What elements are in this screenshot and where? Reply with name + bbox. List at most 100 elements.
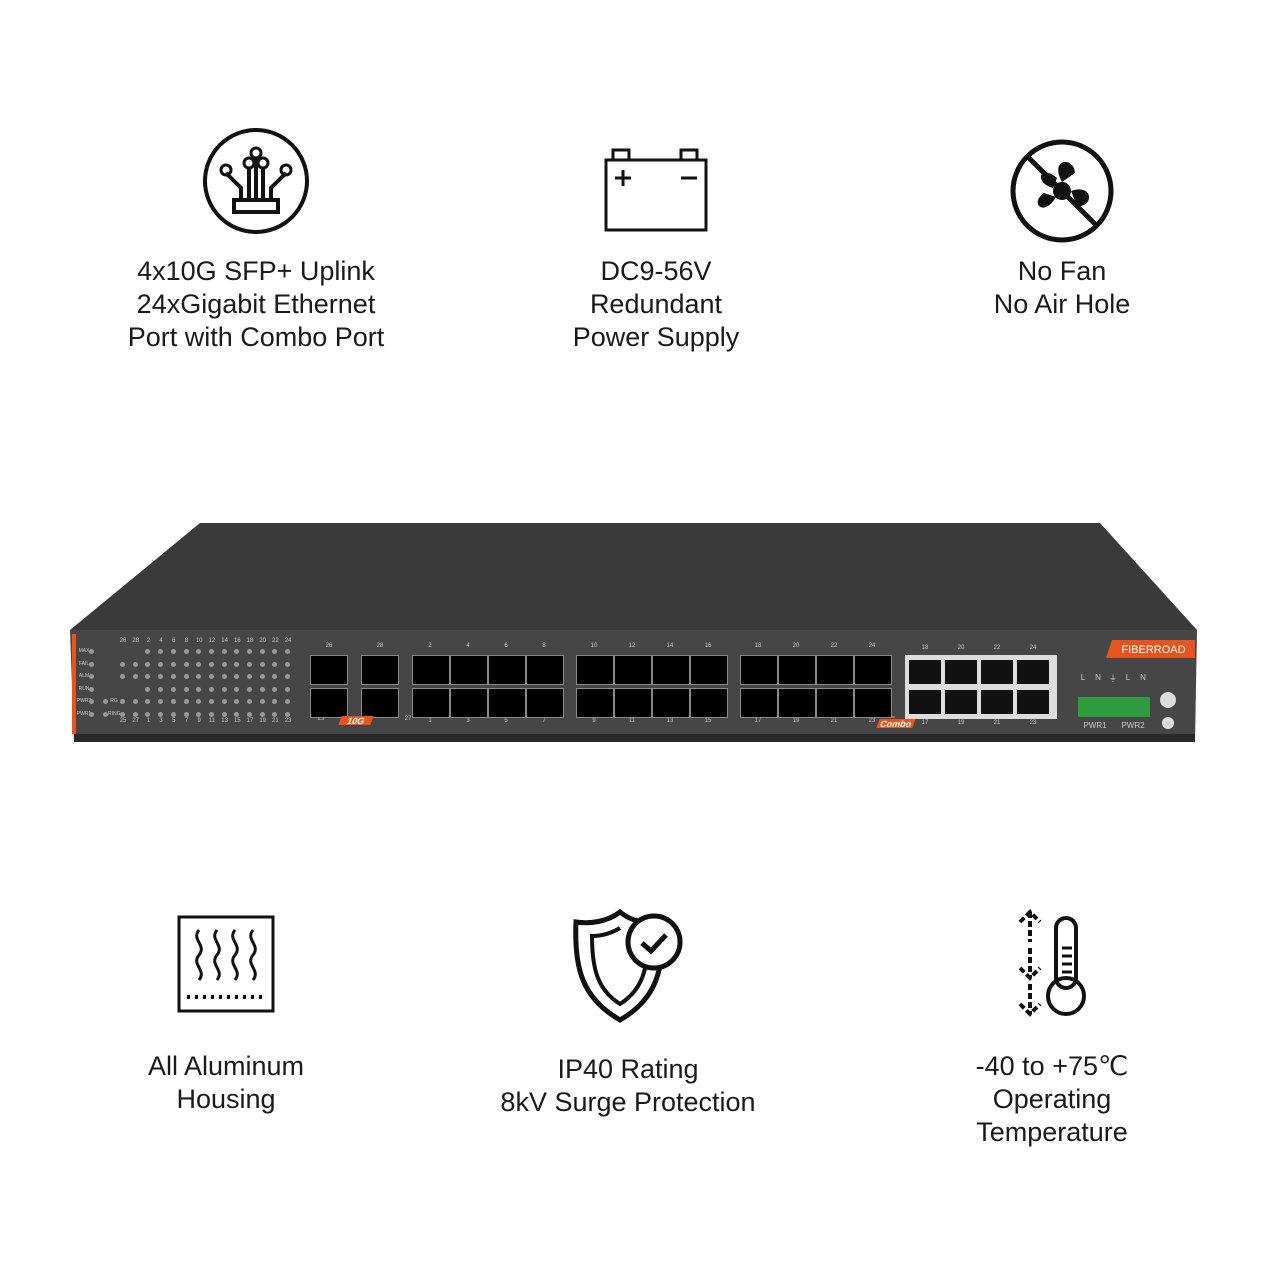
- port-number: 22: [993, 645, 1001, 651]
- sfp-port: [361, 655, 399, 685]
- sfp-port: [816, 688, 854, 718]
- port-led: [259, 686, 265, 692]
- port-led: [145, 661, 151, 667]
- port-number: 21: [830, 718, 838, 724]
- feature-line: 4x10G SFP+ Uplink: [137, 256, 375, 286]
- port-number: 13: [666, 718, 674, 724]
- feature-line: Housing: [176, 1084, 276, 1114]
- port-number: 9: [592, 718, 596, 724]
- port-number: 2: [428, 643, 432, 649]
- port-number: 8: [542, 643, 546, 649]
- port-led: [208, 674, 214, 679]
- led-number: 3: [159, 718, 163, 724]
- port-led: [247, 711, 252, 717]
- port-led: [247, 661, 252, 667]
- terminal-label: N: [1140, 673, 1146, 682]
- sfp-port: [576, 655, 614, 685]
- port-number: 28: [376, 643, 384, 649]
- led-number: 1: [146, 718, 151, 724]
- port-led: [196, 674, 202, 679]
- port-led: [183, 674, 189, 679]
- port-led: [221, 699, 227, 704]
- led-number: 21: [272, 718, 279, 724]
- port-led: [285, 699, 291, 704]
- port-led: [234, 699, 240, 704]
- thermometer-icon: [992, 908, 1112, 1032]
- port-number: 21: [993, 720, 1001, 726]
- port-led: [196, 711, 202, 717]
- sfp-port: [690, 655, 728, 685]
- port-led: [247, 649, 252, 654]
- port-number: 15: [704, 718, 712, 724]
- port-number: 11: [628, 718, 636, 724]
- led-number: 13: [221, 718, 228, 724]
- port-led: [145, 699, 151, 704]
- led-number: 16: [233, 638, 241, 644]
- feature-line: Power Supply: [572, 322, 740, 352]
- port-led: [285, 661, 291, 667]
- port-led: [208, 711, 214, 717]
- port-led: [272, 661, 278, 667]
- sfp-port: [450, 655, 488, 685]
- led-label: ALM: [78, 673, 90, 679]
- port-led: [170, 661, 176, 667]
- port-number: 16: [704, 643, 712, 649]
- led-number: 9: [197, 718, 201, 724]
- port-led: [285, 711, 291, 717]
- port-led: [132, 711, 138, 717]
- port-led: [196, 649, 202, 654]
- port-led: [247, 674, 252, 679]
- heat-housing-icon: [166, 915, 286, 1021]
- port-led: [208, 699, 214, 704]
- port-led: [259, 699, 265, 704]
- port-number: 18: [921, 645, 929, 651]
- led-number: 27: [132, 718, 140, 724]
- port-led: [208, 661, 214, 667]
- led-number: 12: [208, 638, 216, 644]
- port-led: [170, 674, 176, 679]
- port-number: 20: [957, 645, 965, 651]
- led-number: 22: [272, 638, 279, 644]
- port-number: 7: [542, 718, 546, 724]
- led-number: 26: [119, 638, 127, 644]
- sfp-port: [310, 688, 348, 718]
- led-label: FAIL: [78, 660, 90, 667]
- port-led: [158, 711, 164, 717]
- port-led: [158, 649, 164, 654]
- port-led: [285, 686, 291, 692]
- port-led: [208, 649, 214, 654]
- port-led: [183, 686, 189, 692]
- led-number: 8: [184, 638, 189, 644]
- port-led: [145, 674, 151, 679]
- status-led: [89, 686, 94, 692]
- sfp-port: [412, 688, 450, 718]
- led-number: 11: [208, 718, 215, 724]
- led-number: 17: [246, 718, 254, 724]
- feature-line: DC9-56V: [600, 256, 712, 286]
- sfp-port: [740, 688, 778, 718]
- terminal-label: L: [1125, 673, 1131, 682]
- tag-10g: 10G: [338, 716, 374, 726]
- sfp-port: [614, 655, 652, 685]
- status-led: [89, 699, 94, 704]
- port-led: [145, 711, 151, 717]
- sfp-port: [816, 655, 854, 685]
- led-number: 6: [172, 638, 176, 644]
- port-led: [120, 674, 125, 679]
- port-number: 14: [666, 643, 674, 649]
- sfp-port: [652, 655, 690, 685]
- led-number: 2: [146, 638, 151, 644]
- port-led: [158, 699, 164, 704]
- led-number: 10: [195, 638, 203, 644]
- port-number: 17: [754, 718, 762, 724]
- port-led: [196, 661, 202, 667]
- port-led: [120, 661, 125, 667]
- port-led: [208, 686, 214, 692]
- port-led: [132, 661, 138, 667]
- sfp-port: [526, 688, 564, 718]
- sfp-port: [778, 655, 816, 685]
- sfp-port: [740, 655, 778, 685]
- feature-line: No Air Hole: [993, 289, 1131, 319]
- led-number: 15: [233, 718, 241, 724]
